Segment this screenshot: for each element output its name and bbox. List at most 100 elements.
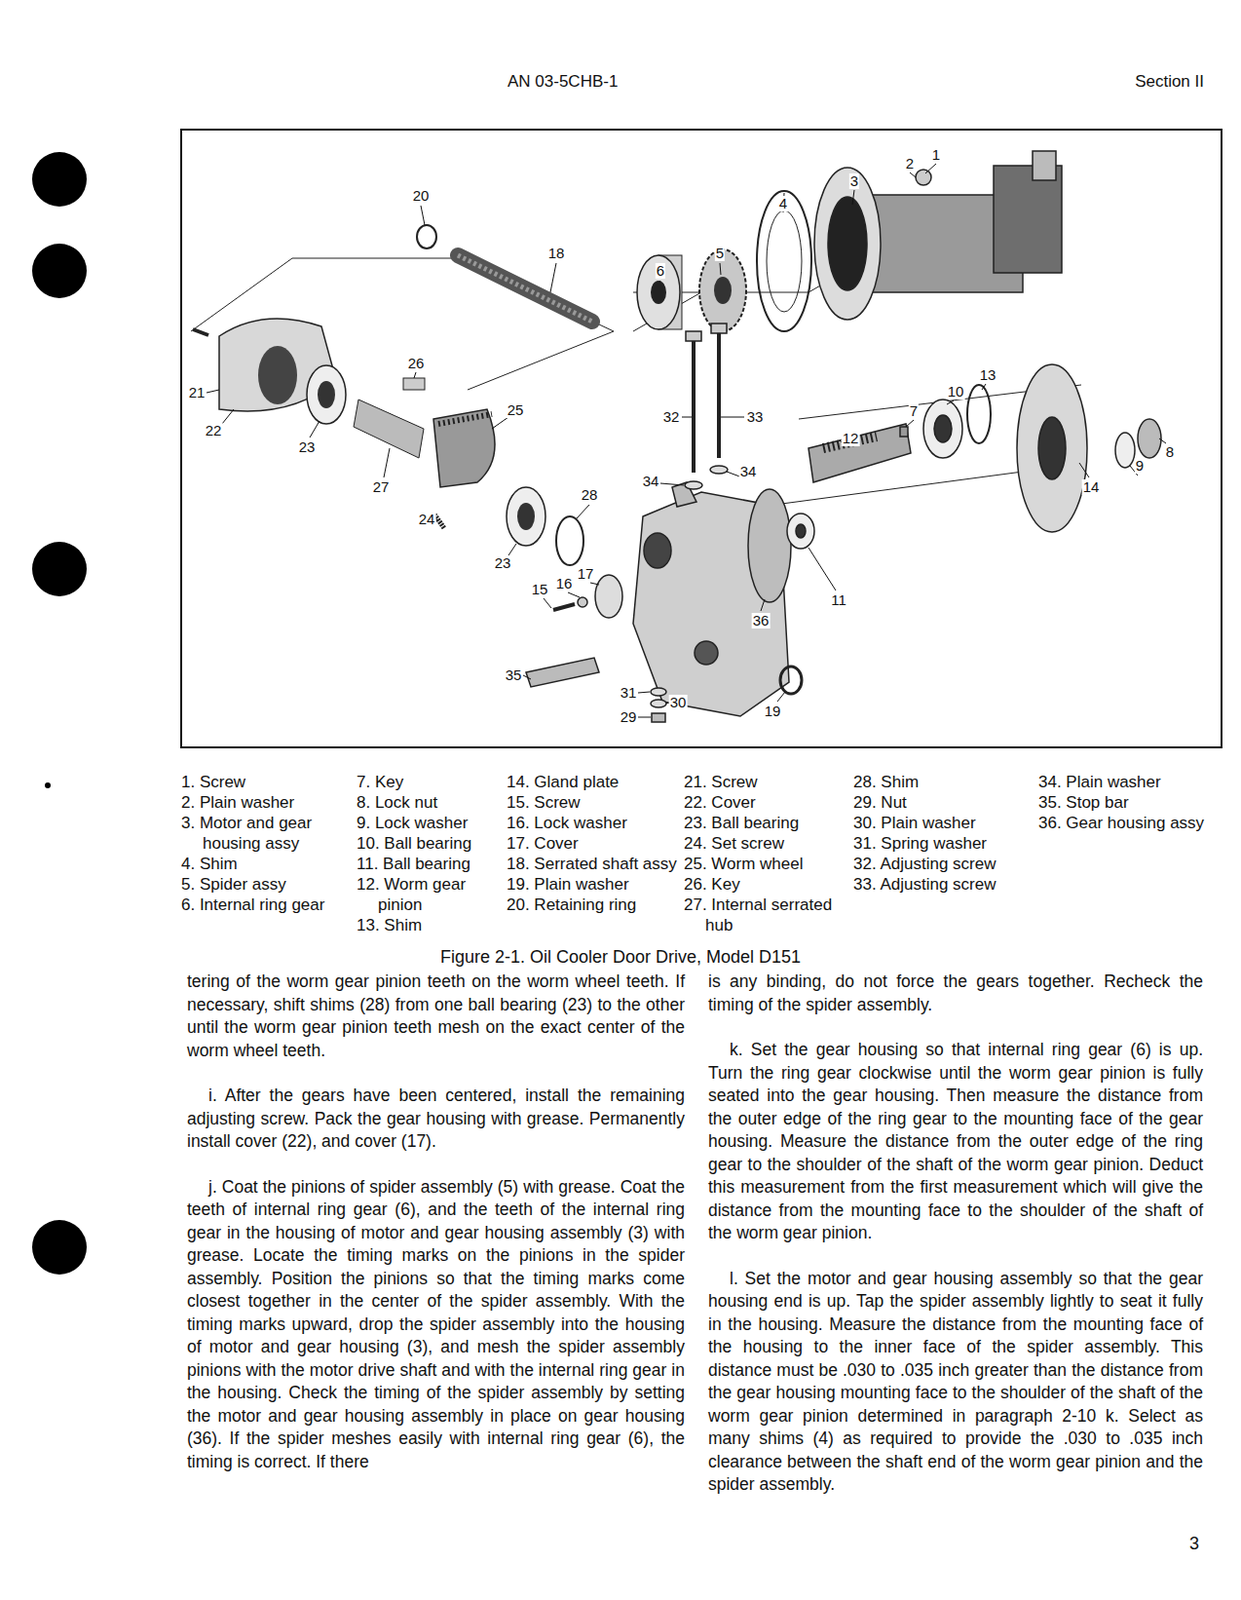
- ball-bearing: [517, 502, 535, 530]
- callout-number: 33: [746, 409, 765, 425]
- parts-list-item: 36. Gear housing assy: [1038, 812, 1214, 833]
- callout-number: 4: [778, 195, 789, 212]
- callout-number: 8: [1165, 444, 1175, 460]
- parts-list-item: 33. Adjusting screw: [853, 873, 1039, 895]
- motor-assembly: [814, 150, 1062, 320]
- serration: [457, 255, 593, 322]
- parts-list-item: 32. Adjusting screw: [853, 853, 1039, 874]
- shim: [756, 190, 812, 332]
- parts-list-item: 28. Shim: [853, 771, 1039, 792]
- callout-number: 21: [188, 384, 207, 401]
- leader-lines: [206, 163, 1166, 717]
- callout-number: 14: [1082, 479, 1101, 495]
- callout-number: 30: [669, 694, 688, 711]
- shim: [556, 516, 584, 565]
- text-column: is any binding, do not force the gears t…: [708, 970, 1204, 1519]
- callout-number: 20: [412, 188, 431, 204]
- ball-bearing: [317, 380, 336, 409]
- figure-caption: Figure 2-1. Oil Cooler Door Drive, Model…: [0, 946, 1241, 968]
- binder-hole: [32, 1219, 87, 1275]
- parts-list-item: 22. Cover: [683, 791, 854, 813]
- body-paragraph: l. Set the motor and gear housing assemb…: [708, 1267, 1204, 1497]
- parts-list-item: 15. Screw: [506, 791, 680, 813]
- screw: [192, 329, 209, 336]
- callout-number: 22: [204, 422, 224, 439]
- adjusting-screw: [684, 323, 728, 489]
- parts-list-column: 21. Screw22. Cover23. Ball bearing24. Se…: [683, 771, 854, 936]
- ball-bearing: [306, 365, 346, 424]
- parts-list-item: 9. Lock washer: [356, 812, 513, 833]
- parts-list-item: 6. Internal ring gear: [181, 894, 357, 915]
- parts-list-item: 24. Set screw: [683, 832, 854, 854]
- callout-number: 3: [849, 173, 860, 189]
- callout-number: 11: [829, 592, 848, 608]
- callout-number: 7: [908, 403, 919, 419]
- callout-number: 28: [580, 487, 600, 503]
- parts-list-item: 7. Key: [356, 771, 513, 792]
- washer-stack: [650, 687, 667, 722]
- parts-list-column: 14. Gland plate15. Screw16. Lock washer 1…: [506, 771, 680, 915]
- parts-list-item: 12. Worm gear pinion: [356, 873, 513, 915]
- parts-list-item: 10. Ball bearing: [356, 832, 513, 854]
- parts-list-item: 30. Plain washer: [853, 812, 1039, 833]
- body-paragraph: is any binding, do not force the gears t…: [708, 970, 1204, 1016]
- gear-housing: [633, 482, 791, 716]
- callout-number: 32: [662, 409, 681, 425]
- parts-list-item: 26. Key: [683, 873, 854, 895]
- parts-list-item: 27. Internal serrated hub: [683, 894, 854, 936]
- body-paragraph: i. After the gears have been centered, i…: [187, 1084, 685, 1154]
- parts-list-item: 19. Plain washer: [506, 873, 680, 895]
- parts-list-item: 31. Spring washer: [853, 832, 1039, 854]
- serrated-shaft: [457, 255, 593, 322]
- callout-number: 16: [555, 575, 574, 592]
- parts-list-item: 25. Worm wheel: [683, 853, 854, 874]
- parts-list-item: 35. Stop bar: [1038, 791, 1214, 813]
- callout-number: 34: [739, 463, 758, 480]
- text-column: tering of the worm gear pinion teeth on …: [187, 970, 685, 1496]
- key: [403, 377, 425, 390]
- body-paragraph: k. Set the gear housing so that internal…: [708, 1038, 1204, 1245]
- hub: [353, 399, 424, 458]
- stop-bar: [526, 657, 600, 687]
- parts-list-column: 7. Key8. Lock nut9. Lock washer10. Ball …: [356, 771, 513, 936]
- section-heading: Section II: [1134, 72, 1204, 92]
- parts-list-item: 5. Spider assy: [181, 873, 357, 895]
- parts-list-item: 13. Shim: [356, 914, 513, 936]
- parts-list-column: 28. Shim29. Nut30. Plain washer31. Sprin…: [853, 771, 1039, 895]
- parts-list-item: 34. Plain washer: [1038, 771, 1214, 792]
- parts-list-item: 1. Screw: [181, 771, 357, 792]
- dot: [44, 782, 51, 789]
- body-paragraph: j. Coat the pinions of spider assembly (…: [187, 1175, 685, 1474]
- parts-list-item: 3. Motor and gear housing assy: [181, 812, 357, 854]
- callout-number: 24: [417, 511, 437, 527]
- parts-list-column: 1. Screw2. Plain washer3. Motor and gear…: [181, 771, 357, 915]
- callout-number: 15: [530, 581, 550, 598]
- cover: [219, 318, 337, 412]
- ring-gear: [637, 255, 680, 330]
- spider-hub: [714, 276, 732, 304]
- retaining-ring: [416, 225, 437, 249]
- parts-list-item: 11. Ball bearing: [356, 853, 513, 874]
- binder-hole: [32, 541, 87, 597]
- callout-number: 23: [298, 439, 317, 455]
- binder-hole: [32, 243, 87, 299]
- parts-list-item: 20. Retaining ring: [506, 894, 680, 915]
- callout-number: 2: [904, 155, 915, 172]
- parts-list-item: 14. Gland plate: [506, 771, 680, 792]
- callout-number: 23: [493, 555, 513, 571]
- callout-number: 34: [641, 473, 661, 489]
- parts-list-item: 18. Serrated shaft assy: [506, 853, 680, 874]
- parts-list-item: 8. Lock nut: [356, 791, 513, 813]
- figure-frame: [181, 129, 1222, 748]
- parts-list-column: 34. Plain washer35. Stop bar36. Gear hou…: [1038, 771, 1214, 833]
- callout-number: 25: [506, 402, 526, 418]
- parts-list-item: 16. Lock washer: [506, 812, 680, 833]
- ball-bearing: [506, 487, 546, 546]
- parts-list-item: 29. Nut: [853, 791, 1039, 813]
- page-number: 3: [1189, 1533, 1200, 1554]
- callout-number: 17: [576, 565, 596, 582]
- callout-number: 31: [619, 684, 639, 701]
- washer: [780, 666, 802, 694]
- pinion-group: [787, 364, 1162, 549]
- parts-list-item: 23. Ball bearing: [683, 812, 854, 833]
